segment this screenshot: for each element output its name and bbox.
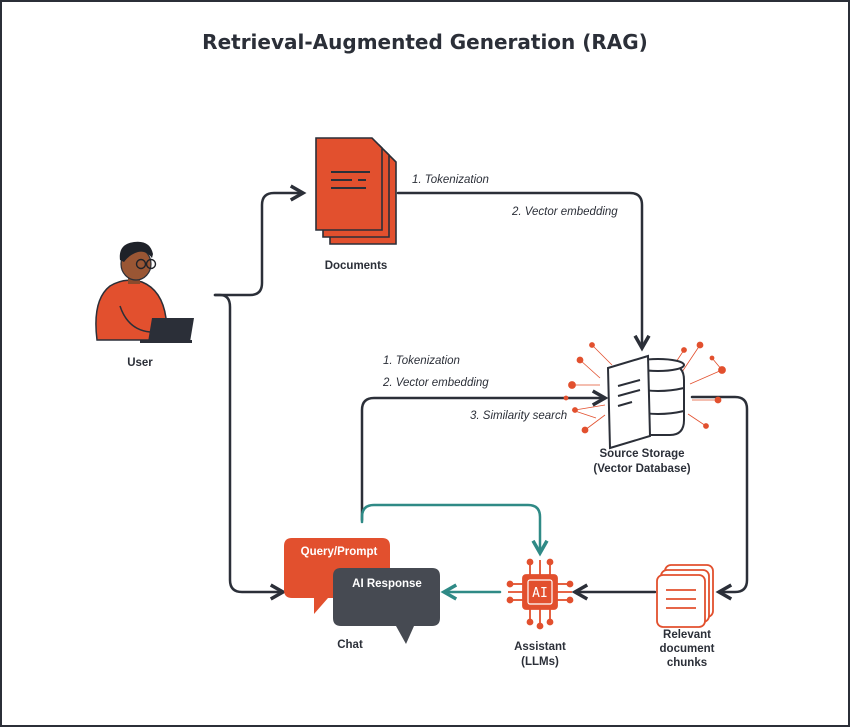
response-bubble	[333, 568, 440, 644]
chat-label: Chat	[337, 639, 363, 651]
storage-label-line1: Source Storage	[600, 448, 685, 460]
response-bubble-text: AI Response	[352, 578, 422, 590]
diagram-title: Retrieval-Augmented Generation (RAG)	[202, 30, 648, 54]
query-edge-step2-label: 2. Vector embedding	[382, 377, 489, 389]
documents-label: Documents	[325, 260, 388, 272]
edge-user-to-documents	[213, 193, 303, 297]
docs-edge-step2-label: 2. Vector embedding	[511, 206, 618, 218]
edge-storage-to-chunks	[690, 395, 749, 592]
user-label: User	[127, 357, 153, 369]
assistant-label-line2: (LLMs)	[521, 656, 559, 668]
chunks-label-line1: Relevant	[663, 629, 711, 641]
chunks-label-line3: chunks	[667, 657, 707, 669]
vector-database-icon	[563, 341, 726, 450]
edge-query-to-storage	[360, 398, 605, 522]
edge-documents-to-storage	[396, 191, 642, 348]
assistant-label-line1: Assistant	[514, 641, 566, 653]
edge-user-to-chat	[213, 293, 283, 592]
query-edge-step1-label: 1. Tokenization	[383, 355, 460, 367]
user-with-laptop-icon	[95, 241, 194, 343]
connectors	[213, 191, 749, 592]
docs-edge-step1-label: 1. Tokenization	[412, 174, 489, 186]
ai-chip-text: AI	[532, 586, 548, 601]
network-nodes	[563, 341, 726, 434]
chunks-label-line2: document	[660, 643, 715, 655]
ai-chip-icon	[506, 558, 574, 630]
document-chunks-icon	[656, 564, 714, 628]
query-bubble-text: Query/Prompt	[301, 546, 378, 558]
query-edge-step3-label: 3. Similarity search	[470, 410, 567, 422]
storage-label-line2: (Vector Database)	[593, 463, 690, 475]
documents-icon	[315, 137, 397, 245]
edge-query-to-assistant	[360, 503, 540, 553]
